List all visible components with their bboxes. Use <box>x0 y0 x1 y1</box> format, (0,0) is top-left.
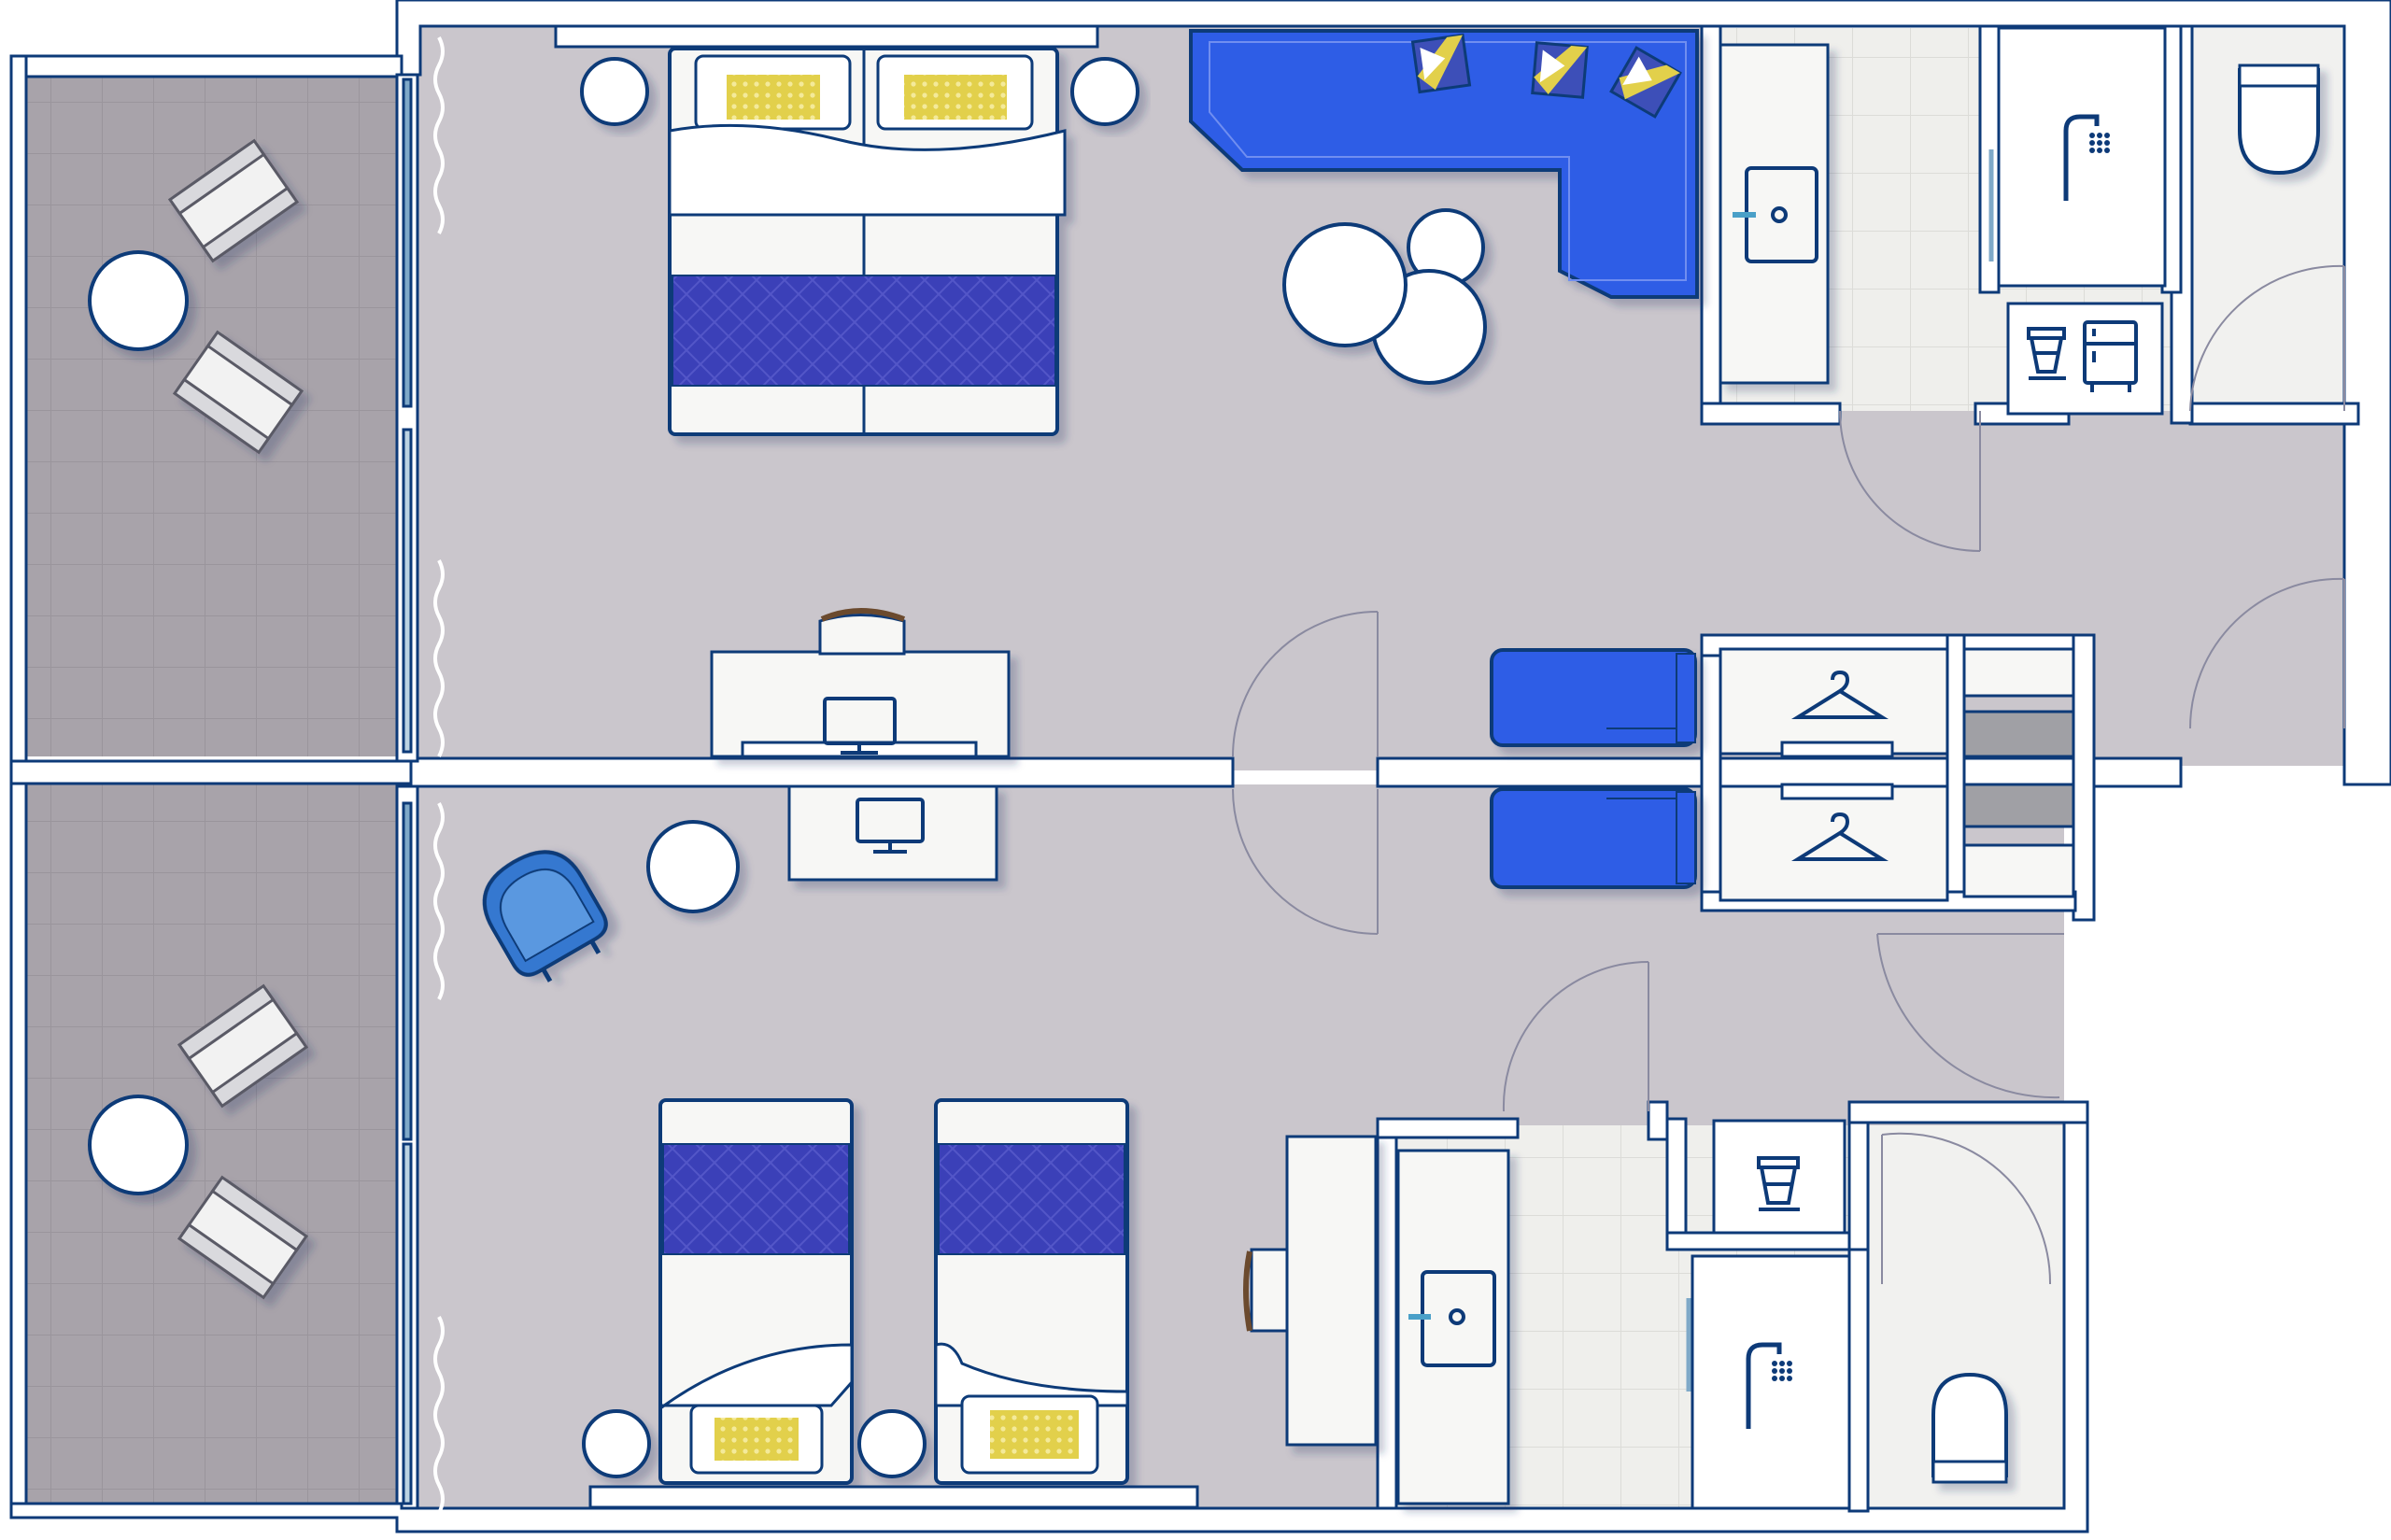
washbasin-icon <box>1408 1270 1496 1367</box>
nightstand-icon <box>582 1409 651 1478</box>
lounge-chair-icon <box>482 850 608 982</box>
single-bed-icon <box>658 1098 854 1485</box>
minibar-fridge-icon <box>2083 320 2138 392</box>
nightstand-icon <box>580 57 649 126</box>
coffee-table-icon <box>1282 208 1487 385</box>
headboard-shelf <box>588 1485 1199 1509</box>
round-table-icon <box>88 1095 189 1195</box>
bathroom-upper <box>1719 26 2320 416</box>
round-table-icon <box>88 250 189 351</box>
coffee-niche <box>1712 1119 1846 1235</box>
coffee-machine-icon <box>1757 1156 1800 1211</box>
nightstand-icon <box>857 1409 927 1478</box>
balcony-armchair-icon <box>177 983 309 1109</box>
cushion-icon <box>1531 41 1589 99</box>
balcony-armchair-icon <box>177 1175 309 1300</box>
terrace-upper <box>88 138 304 455</box>
cushion-icon <box>1410 33 1472 94</box>
shower-area <box>1997 26 2167 288</box>
bedroom-twin <box>482 784 1378 1509</box>
bathroom-lower <box>1396 1119 2008 1510</box>
headboard-shelf <box>554 24 1099 49</box>
double-bed-icon <box>668 47 1067 436</box>
tv-monitor-icon <box>823 697 897 755</box>
desk-chair-icon <box>818 608 906 656</box>
curtains <box>433 36 445 1514</box>
vanity-desk <box>1285 1135 1378 1447</box>
door-swings <box>1232 264 2345 1285</box>
desk-icon <box>710 650 1011 758</box>
terrace-glass-doors <box>402 78 413 1505</box>
toilet-icon <box>1931 1372 2008 1484</box>
balcony-armchair-icon <box>167 138 300 263</box>
round-table-icon <box>646 820 740 913</box>
cushion-icon <box>1609 46 1682 119</box>
wardrobe-lower <box>1719 783 1949 902</box>
shower-icon <box>1746 1342 1792 1429</box>
corner-sofa-icon <box>1189 29 1699 299</box>
toilet-icon <box>2238 64 2320 176</box>
sofa-bed-lower <box>1490 787 1697 889</box>
sofa-bed-icon <box>1490 787 1697 889</box>
balcony-armchair-icon <box>172 330 304 455</box>
wardrobe-hanger-icon <box>1791 812 1889 861</box>
washbasin-icon <box>1733 166 1818 263</box>
sofa-bed-upper <box>1490 648 1697 747</box>
desk-chair-icon <box>1243 1248 1289 1333</box>
nightstand-icon <box>1070 57 1139 126</box>
bedroom-master <box>554 24 1699 758</box>
shelving <box>1962 647 2075 898</box>
wardrobe-upper <box>1719 647 1949 758</box>
desk-icon <box>787 784 998 882</box>
coffee-machine-icon <box>2027 327 2066 380</box>
shower-icon <box>2063 114 2110 201</box>
vanity <box>1396 1149 1510 1505</box>
sofa-bed-icon <box>1490 648 1697 747</box>
shower-area <box>1691 1254 1851 1510</box>
terrace-lower-floor <box>19 780 402 1504</box>
terrace-lower <box>88 983 309 1300</box>
single-bed-icon <box>934 1098 1129 1485</box>
wardrobe-hanger-icon <box>1791 670 1889 719</box>
tv-monitor-icon <box>856 798 925 854</box>
